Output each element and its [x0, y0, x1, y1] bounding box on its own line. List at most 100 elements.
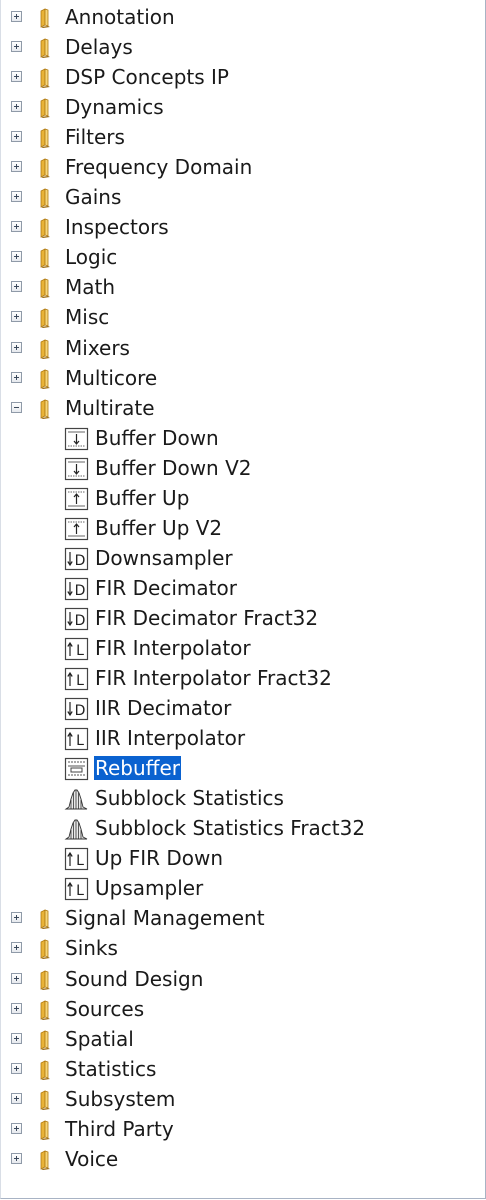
tree-category-dsp-concepts-ip[interactable]: DSP Concepts IP: [0, 62, 486, 92]
tree-item-label: Spatial: [65, 1026, 134, 1051]
tree-item-label: Signal Management: [65, 906, 265, 931]
tree-category-frequency-domain[interactable]: Frequency Domain: [0, 152, 486, 182]
tree-category-spatial[interactable]: Spatial: [0, 1024, 486, 1054]
tree-module-downsampler[interactable]: D Downsampler: [0, 543, 486, 573]
tree-module-fir-interpolator-fract32[interactable]: L FIR Interpolator Fract32: [0, 663, 486, 693]
tree-module-buffer-down[interactable]: Buffer Down: [0, 423, 486, 453]
folder-icon: [36, 999, 56, 1020]
tree-item-label: Dynamics: [65, 95, 164, 120]
tree-item-label: Multirate: [65, 395, 155, 420]
expand-plus-icon[interactable]: [11, 942, 22, 954]
tree-category-multicore[interactable]: Multicore: [0, 363, 486, 393]
tree-category-signal-management[interactable]: Signal Management: [0, 903, 486, 933]
expand-plus-icon[interactable]: [11, 341, 22, 353]
tree-item-label: Logic: [65, 245, 118, 270]
tree-category-logic[interactable]: Logic: [0, 242, 486, 272]
svg-text:L: L: [76, 883, 84, 899]
expand-plus-icon[interactable]: [11, 41, 22, 53]
tree-category-statistics[interactable]: Statistics: [0, 1054, 486, 1084]
tree-item-label: Downsampler: [95, 545, 233, 570]
tree-category-multirate[interactable]: Multirate: [0, 393, 486, 423]
expand-plus-icon[interactable]: [11, 912, 22, 924]
tree-module-fir-decimator-fract32[interactable]: D FIR Decimator Fract32: [0, 603, 486, 633]
tree-item-label: Multicore: [65, 365, 158, 390]
tree-category-third-party[interactable]: Third Party: [0, 1114, 486, 1144]
tree-item-label: DSP Concepts IP: [65, 65, 229, 90]
tree-category-gains[interactable]: Gains: [0, 182, 486, 212]
expand-plus-icon[interactable]: [11, 1032, 22, 1044]
tree-category-subsystem[interactable]: Subsystem: [0, 1084, 486, 1114]
tree-category-math[interactable]: Math: [0, 272, 486, 302]
expand-plus-icon[interactable]: [11, 371, 22, 383]
tree-module-subblock-statistics-fract32[interactable]: Subblock Statistics Fract32: [0, 813, 486, 843]
folder-icon: [36, 338, 56, 359]
tree-module-iir-decimator[interactable]: D IIR Decimator: [0, 693, 486, 723]
tree-item-label: Math: [65, 275, 116, 300]
expand-plus-icon[interactable]: [11, 161, 22, 173]
svg-text:D: D: [75, 553, 86, 569]
expand-plus-icon[interactable]: [11, 101, 22, 113]
tree-category-sinks[interactable]: Sinks: [0, 933, 486, 963]
expand-plus-icon[interactable]: [11, 1062, 22, 1074]
collapse-minus-icon[interactable]: [11, 401, 22, 413]
tree-item-label: Annotation: [65, 5, 175, 29]
expand-plus-icon[interactable]: [11, 311, 22, 323]
tree-module-buffer-up[interactable]: Buffer Up: [0, 483, 486, 513]
expand-plus-icon[interactable]: [11, 251, 22, 263]
tree-item-label: Subsystem: [65, 1086, 176, 1111]
tree-category-inspectors[interactable]: Inspectors: [0, 212, 486, 242]
expand-plus-icon[interactable]: [11, 1152, 22, 1164]
folder-icon: [36, 248, 56, 269]
expand-plus-icon[interactable]: [11, 131, 22, 143]
tree-category-annotation[interactable]: Annotation: [0, 2, 486, 32]
tree-item-label: Delays: [65, 35, 133, 60]
tree-category-voice[interactable]: Voice: [0, 1144, 486, 1174]
expand-plus-icon[interactable]: [11, 972, 22, 984]
expand-plus-icon[interactable]: [11, 11, 22, 22]
tree-module-buffer-down-v2[interactable]: Buffer Down V2: [0, 453, 486, 483]
folder-icon: [36, 1090, 56, 1110]
expand-plus-icon[interactable]: [11, 1002, 22, 1014]
tree-category-mixers[interactable]: Mixers: [0, 333, 486, 363]
folder-icon: [36, 1029, 56, 1050]
tree-item-label: FIR Decimator Fract32: [95, 605, 319, 630]
expand-plus-icon[interactable]: [11, 71, 22, 83]
svg-text:L: L: [76, 673, 84, 689]
module-tree[interactable]: Annotation Delays DSP Concepts IP Dynami…: [0, 2, 486, 1174]
tree-category-delays[interactable]: Delays: [0, 32, 486, 62]
tree-item-label: Mixers: [65, 335, 130, 360]
tree-item-label: Third Party: [65, 1116, 174, 1141]
svg-text:L: L: [76, 643, 84, 659]
folder-icon: [36, 1120, 56, 1140]
tree-category-sound-design[interactable]: Sound Design: [0, 964, 486, 994]
folder-icon: [36, 398, 56, 419]
expand-plus-icon[interactable]: [11, 1092, 22, 1104]
tree-category-filters[interactable]: Filters: [0, 122, 486, 152]
tree-module-iir-interpolator[interactable]: L IIR Interpolator: [0, 723, 486, 753]
folder-icon: [36, 368, 56, 389]
expand-plus-icon[interactable]: [11, 191, 22, 203]
decimator-icon: D: [64, 697, 90, 721]
tree-category-misc[interactable]: Misc: [0, 302, 486, 332]
tree-item-label: Sources: [65, 996, 145, 1021]
expand-plus-icon[interactable]: [11, 281, 22, 293]
tree-item-label: Misc: [65, 305, 110, 330]
tree-category-sources[interactable]: Sources: [0, 994, 486, 1024]
folder-icon: [36, 68, 56, 89]
tree-module-subblock-statistics[interactable]: Subblock Statistics: [0, 783, 486, 813]
tree-category-dynamics[interactable]: Dynamics: [0, 92, 486, 122]
tree-item-label: Gains: [65, 185, 122, 210]
tree-module-upsampler[interactable]: L Upsampler: [0, 873, 486, 903]
tree-item-label: IIR Interpolator: [95, 726, 246, 751]
tree-module-fir-interpolator[interactable]: L FIR Interpolator: [0, 633, 486, 663]
tree-module-rebuffer[interactable]: Rebuffer: [0, 753, 486, 783]
tree-module-fir-decimator[interactable]: D FIR Decimator: [0, 573, 486, 603]
expand-plus-icon[interactable]: [11, 221, 22, 233]
buffer-up-icon: [64, 517, 90, 541]
tree-module-buffer-up-v2[interactable]: Buffer Up V2: [0, 513, 486, 543]
tree-item-label: Statistics: [65, 1056, 157, 1081]
tree-module-up-fir-down[interactable]: L Up FIR Down: [0, 843, 486, 873]
expand-plus-icon[interactable]: [11, 1122, 22, 1134]
interpolator-icon: L: [64, 847, 90, 871]
folder-icon: [36, 308, 56, 329]
